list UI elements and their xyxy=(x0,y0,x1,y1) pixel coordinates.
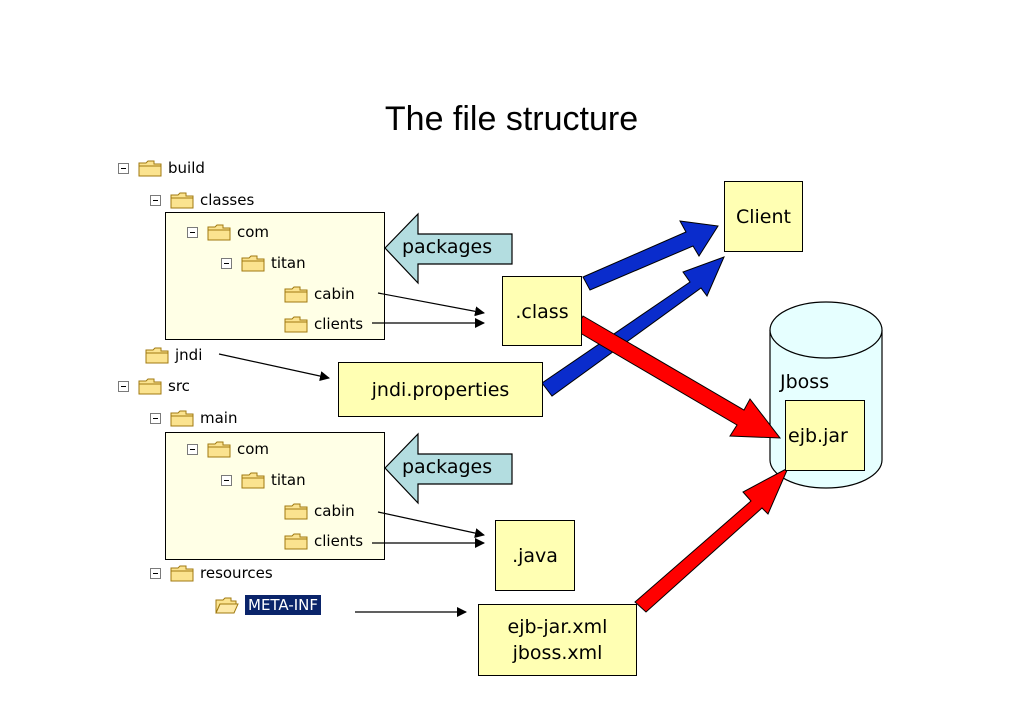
java-file-box: .java xyxy=(495,520,575,591)
class-to-ejbjar-red-arrow xyxy=(574,315,782,439)
packages-callout-arrow xyxy=(384,432,513,505)
packages-label: packages xyxy=(402,236,493,258)
folder-icon xyxy=(138,160,162,176)
tree-item-label-selected: META-INF xyxy=(245,595,322,615)
jboss-label: Jboss xyxy=(780,371,830,393)
tree-item-label: classes xyxy=(200,191,255,209)
tree-item-label: cabin xyxy=(314,502,355,520)
tree-item-label: titan xyxy=(271,471,306,489)
tree-item-src[interactable]: src xyxy=(118,376,190,396)
folder-icon xyxy=(207,441,231,457)
tree-item-label: com xyxy=(237,223,270,241)
folder-icon xyxy=(170,565,194,581)
tree-item-meta-inf[interactable]: META-INF xyxy=(215,595,322,615)
folder-icon xyxy=(145,347,169,363)
packages-callout-arrow xyxy=(384,212,513,285)
class-to-client-blue-arrow xyxy=(582,220,719,291)
page-title: The file structure xyxy=(384,100,639,138)
tree-item-resources[interactable]: resources xyxy=(150,563,273,583)
tree-item-label: build xyxy=(168,159,205,177)
client-box: Client xyxy=(724,181,803,252)
tree-item-com[interactable]: com xyxy=(187,222,269,242)
collapse-toggle-icon[interactable] xyxy=(150,194,161,206)
tree-item-classes[interactable]: classes xyxy=(150,190,254,210)
tree-item-jndi[interactable]: jndi xyxy=(145,345,202,365)
collapse-toggle-icon[interactable] xyxy=(150,412,161,424)
cabin-to-class-arrow xyxy=(377,292,485,317)
ejb-jar-box: ejb.jar xyxy=(785,400,865,471)
tree-item-label: jndi xyxy=(175,346,203,364)
folder-icon xyxy=(170,410,194,426)
folder-icon xyxy=(284,316,308,332)
tree-item-label: resources xyxy=(200,564,273,582)
class-file-box: .class xyxy=(502,276,582,346)
tree-item-main[interactable]: main xyxy=(150,408,237,428)
cabin-to-java-arrow xyxy=(377,511,485,538)
jndi-properties-box: jndi.properties xyxy=(338,362,543,417)
collapse-toggle-icon[interactable] xyxy=(221,257,232,269)
tree-item-titan[interactable]: titan xyxy=(221,253,306,273)
tree-item-label: src xyxy=(168,377,190,395)
jboss-xml-label: jboss.xml xyxy=(512,642,603,664)
collapse-toggle-icon[interactable] xyxy=(187,226,198,238)
tree-item-label: clients xyxy=(314,315,364,333)
tree-item-clients[interactable]: clients xyxy=(284,531,363,551)
main-package-box xyxy=(165,432,385,560)
tree-item-clients[interactable]: clients xyxy=(284,314,363,334)
classes-package-box xyxy=(165,212,385,340)
tree-item-label: cabin xyxy=(314,285,355,303)
collapse-toggle-icon[interactable] xyxy=(118,162,129,174)
folder-icon xyxy=(170,192,194,208)
folder-icon xyxy=(284,286,308,302)
packages-label: packages xyxy=(402,456,493,478)
tree-item-titan[interactable]: titan xyxy=(221,470,306,490)
tree-item-label: titan xyxy=(271,254,306,272)
tree-item-label: main xyxy=(200,409,238,427)
collapse-toggle-icon[interactable] xyxy=(150,567,161,579)
open-folder-icon xyxy=(215,597,239,613)
ejb-jar-xml-label: ejb-jar.xml xyxy=(507,616,608,638)
collapse-toggle-icon[interactable] xyxy=(221,474,232,486)
properties-to-client-blue-arrow xyxy=(541,256,725,397)
collapse-toggle-icon[interactable] xyxy=(118,380,129,392)
tree-item-build[interactable]: build xyxy=(118,158,205,178)
folder-icon xyxy=(241,472,265,488)
folder-icon xyxy=(284,533,308,549)
tree-item-cabin[interactable]: cabin xyxy=(284,284,355,304)
tree-item-cabin[interactable]: cabin xyxy=(284,501,355,521)
collapse-toggle-icon[interactable] xyxy=(187,443,198,455)
tree-item-label: clients xyxy=(314,532,364,550)
tree-item-label: com xyxy=(237,440,270,458)
folder-icon xyxy=(138,378,162,394)
xml-to-ejbjar-red-arrow xyxy=(634,466,790,613)
folder-icon xyxy=(241,255,265,271)
jndi-to-properties-arrow xyxy=(218,353,330,381)
tree-item-com[interactable]: com xyxy=(187,439,269,459)
descriptor-files-box: ejb-jar.xml jboss.xml xyxy=(478,604,637,676)
folder-icon xyxy=(207,224,231,240)
folder-icon xyxy=(284,503,308,519)
